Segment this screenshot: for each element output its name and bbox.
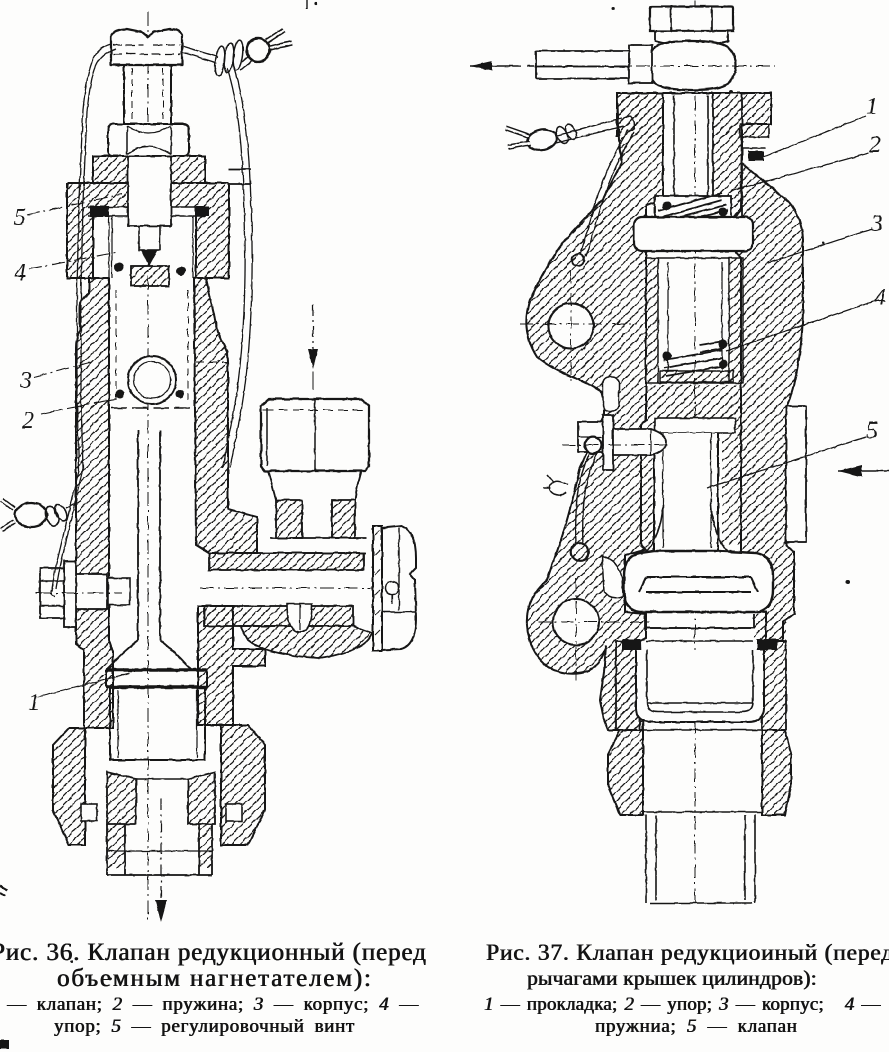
svg-text:3: 3	[870, 211, 883, 237]
svg-text:5: 5	[866, 418, 878, 444]
svg-text:4: 4	[874, 285, 886, 311]
svg-text:2: 2	[869, 132, 881, 158]
svg-text:2: 2	[22, 408, 34, 434]
svg-text:1: 1	[866, 94, 878, 120]
svg-text:5: 5	[14, 205, 26, 231]
svg-text:4: 4	[14, 260, 26, 286]
svg-text:1: 1	[28, 690, 40, 716]
svg-text:3: 3	[19, 368, 32, 394]
